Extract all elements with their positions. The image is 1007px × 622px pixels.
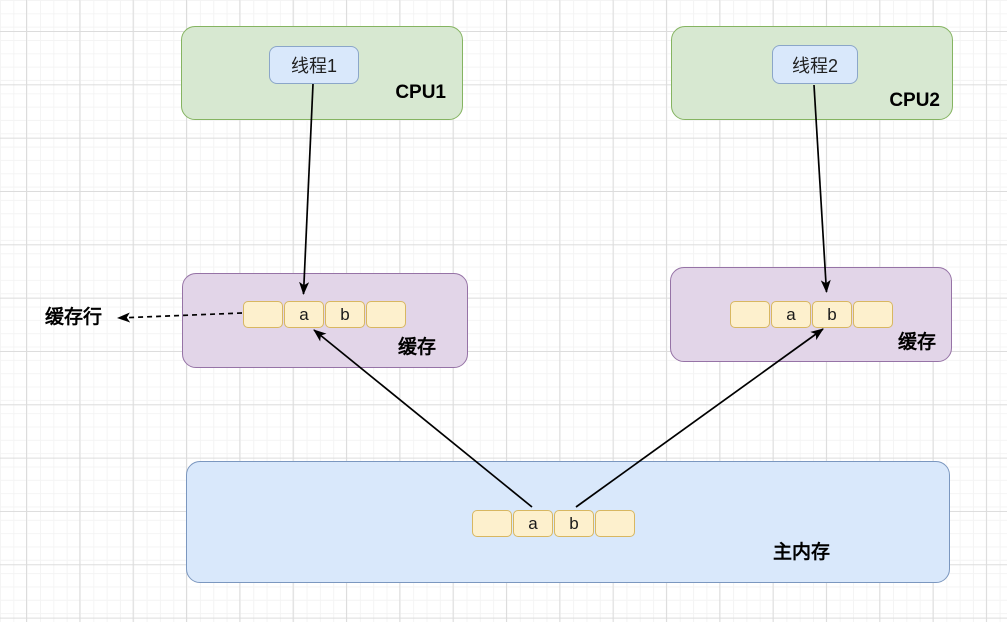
main-memory-cell-0 bbox=[472, 510, 512, 537]
main-memory-cell-1: a bbox=[513, 510, 553, 537]
main-memory-box: a b 主内存 bbox=[186, 461, 950, 583]
main-memory-cell-2: b bbox=[554, 510, 594, 537]
cpu1-box: 线程1 CPU1 bbox=[181, 26, 463, 120]
thread2-node: 线程2 bbox=[772, 45, 858, 84]
cache1-cell-2: b bbox=[325, 301, 365, 328]
cache2-cell-3 bbox=[853, 301, 893, 328]
thread1-node: 线程1 bbox=[269, 46, 359, 84]
main-memory-label: 主内存 bbox=[773, 542, 831, 563]
cache1-box: a b 缓存 bbox=[182, 273, 468, 368]
main-memory-cell-row: a b bbox=[472, 510, 635, 537]
cache1-cell-row: a b bbox=[243, 301, 406, 328]
cache-line-label: 缓存行 bbox=[45, 307, 103, 328]
main-memory-cell-3 bbox=[595, 510, 635, 537]
cache1-label: 缓存 bbox=[397, 337, 436, 358]
cache2-cell-row: a b bbox=[730, 301, 893, 328]
cache2-box: a b 缓存 bbox=[670, 267, 952, 362]
cache2-label: 缓存 bbox=[897, 332, 936, 353]
cpu2-box: 线程2 CPU2 bbox=[671, 26, 953, 120]
cpu1-label: CPU1 bbox=[395, 82, 446, 103]
cache1-cell-3 bbox=[366, 301, 406, 328]
cache2-cell-2: b bbox=[812, 301, 852, 328]
cpu2-label: CPU2 bbox=[889, 90, 940, 111]
cache1-cell-1: a bbox=[284, 301, 324, 328]
cache2-cell-0 bbox=[730, 301, 770, 328]
cache1-cell-0 bbox=[243, 301, 283, 328]
cache2-cell-1: a bbox=[771, 301, 811, 328]
